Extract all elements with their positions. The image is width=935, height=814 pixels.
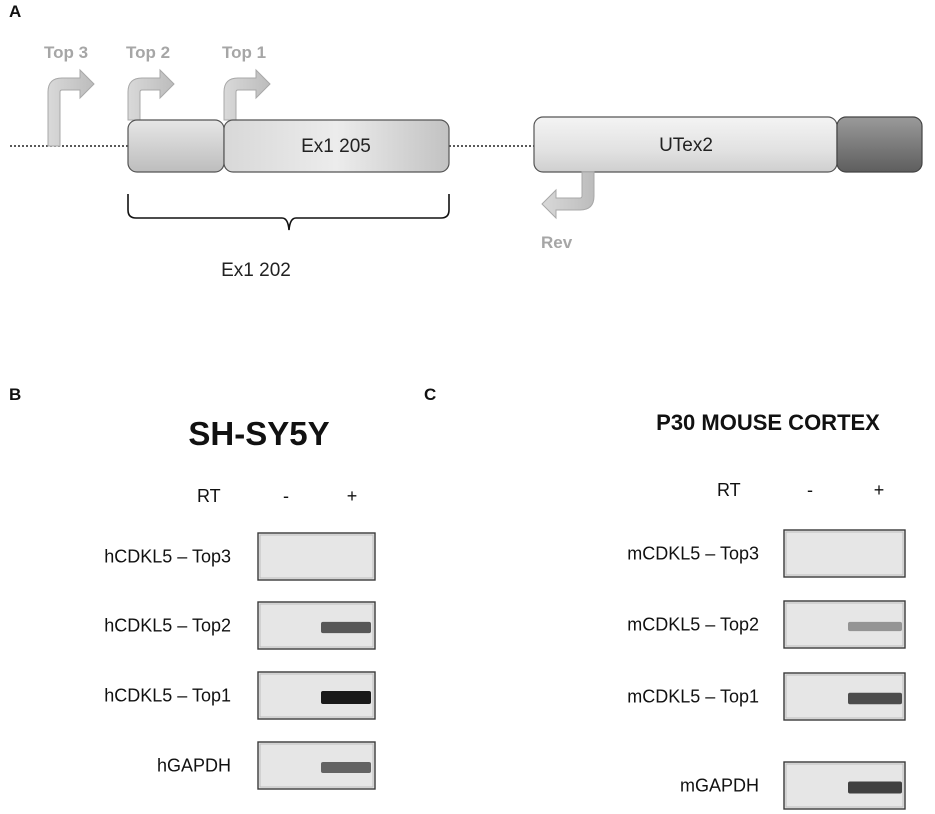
panel-c-minus-label: - [807,480,813,500]
exon-ex1-205-label: Ex1 205 [301,136,371,157]
panel-c-gels: mCDKL5 – Top3 mCDKL5 – Top2 mCDKL5 – Top1 m… [627,529,906,810]
panel-letter-a: A [9,2,21,21]
panel-c-plus-label: + [874,480,885,500]
gel-inner-edge [785,531,904,576]
gel-row-label: hGAPDH [157,756,231,776]
gel-band [321,691,371,704]
panel-letter-c: C [424,385,436,404]
panel-b-plus-label: + [347,486,358,506]
exon-utex2-label: UTex2 [659,135,713,156]
rev-arrow-icon [541,171,595,220]
panel-letter-b: B [9,385,21,404]
panel-b-title: SH-SY5Y [188,415,329,452]
primer-label-top3: Top 3 [44,43,88,62]
gel-row: hCDKL5 – Top1 [104,671,376,720]
gel-row-label: mGAPDH [680,776,759,796]
gel-row: mCDKL5 – Top3 [627,529,906,578]
primer-label-top2: Top 2 [126,43,170,62]
gel-row-label: hCDKL5 – Top3 [104,547,231,567]
gel-band [848,692,902,705]
top2-arrow-icon [127,68,175,121]
primer-label-top1: Top 1 [222,43,266,62]
exon-upstream-box [127,119,225,173]
panel-c-rt-label: RT [717,480,741,500]
gel-inner-edge [785,674,904,719]
panel-c-title: P30 MOUSE CORTEX [656,410,880,435]
exon-ex1-205-box [223,119,450,173]
bracket-label: Ex1 202 [221,260,291,281]
gel-row-label: mCDKL5 – Top2 [627,615,759,635]
exon-coding-dark-box [836,116,923,173]
gel-row: mCDKL5 – Top1 [627,672,906,721]
panel-b-minus-label: - [283,486,289,506]
gel-row: mGAPDH [680,761,906,810]
gel-band [848,781,902,794]
gel-row-label: hCDKL5 – Top1 [104,686,231,706]
gel-inner-edge [259,743,374,788]
gel-band [321,621,371,634]
panel-b-gels: hCDKL5 – Top3 hCDKL5 – Top2 hCDKL5 – Top1 h… [104,532,376,790]
gel-inner-edge [259,673,374,718]
top1-arrow-icon [223,68,271,121]
gel-row-label: mCDKL5 – Top1 [627,687,759,707]
top3-arrow-icon [47,68,95,147]
gel-box [257,532,376,581]
primer-label-rev: Rev [541,233,573,252]
ex1-202-bracket [127,194,450,231]
gel-inner-edge [259,603,374,648]
gel-row: hCDKL5 – Top3 [104,532,376,581]
gel-row: mCDKL5 – Top2 [627,600,906,649]
gel-box [783,529,906,578]
panel-b-rt-label: RT [197,486,221,506]
gel-inner-edge [785,763,904,808]
gel-band [321,762,371,773]
gel-inner-edge [259,534,374,579]
gel-inner-edge [785,602,904,647]
gel-row: hGAPDH [157,741,376,790]
gel-row: hCDKL5 – Top2 [104,601,376,650]
gel-band [848,621,902,632]
gel-row-label: hCDKL5 – Top2 [104,616,231,636]
gel-row-label: mCDKL5 – Top3 [627,544,759,564]
